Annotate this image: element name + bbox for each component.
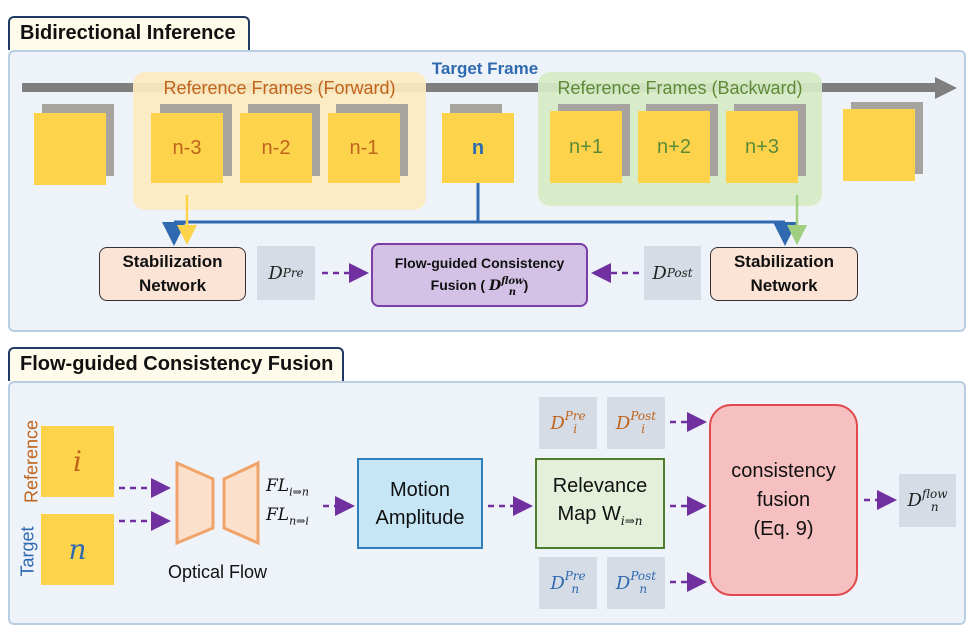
frame-n+1: n+1 — [550, 111, 622, 183]
relevance-line1: Relevance — [552, 475, 648, 497]
frame-n-1: n-1 — [328, 113, 400, 183]
relevance-sub: i⇒n — [620, 514, 643, 528]
d-n-post-sub: n — [639, 582, 648, 596]
frame-n+3: n+3 — [726, 111, 798, 183]
fusion-line2-suffix: ) — [523, 277, 529, 294]
motion-line2: Amplitude — [375, 506, 465, 529]
backward-reference-label: Reference Frames (Backward) — [557, 78, 803, 98]
optical-flow-decoder-shape — [222, 460, 260, 546]
d-n-pre-sup: Pre — [564, 569, 586, 583]
d-n-pre-base: D — [550, 572, 565, 594]
target-frame-label: Target Frame — [431, 59, 539, 78]
fusion-d-base: D — [488, 278, 502, 295]
frame-n-3: n-3 — [151, 113, 223, 183]
frame-n-target: n — [442, 113, 514, 183]
d-post-sup: Post — [666, 266, 693, 280]
motion-amplitude-box: Motion Amplitude — [357, 458, 483, 549]
fl-n-to-i: FLn⇒i — [266, 505, 309, 527]
frame-n-2: n-2 — [240, 113, 312, 183]
timeline-arrowhead — [935, 77, 957, 99]
consistency-line1: consistency — [731, 459, 836, 482]
d-n-pre-sub: n — [571, 582, 580, 596]
bidirectional-inference-title: Bidirectional Inference — [8, 16, 250, 50]
consistency-line3: (Eq. 9) — [753, 517, 814, 540]
optical-flow-label: Optical Flow — [167, 562, 268, 582]
target-branch-connector — [162, 183, 797, 246]
relevance-map-box: Relevance Map Wi⇒n — [535, 458, 665, 549]
motion-line1: Motion — [389, 478, 451, 501]
d-n-flow-base: D — [907, 490, 922, 511]
d-i-pre-base: D — [550, 412, 565, 434]
d-i-post-sup: Post — [630, 409, 657, 423]
fusion-box-line1: Flow-guided Consistency — [394, 255, 565, 272]
d-n-post-sup: Post — [630, 569, 657, 583]
fl-i-to-n: FLi⇒n — [266, 476, 309, 498]
fusion-line2-prefix: Fusion ( — [430, 277, 486, 294]
fusion-d-sup: flow — [501, 275, 524, 287]
d-n-post-base: D — [615, 572, 631, 594]
stabilization-network-left: Stabilization Network — [99, 247, 246, 301]
fl2-base: FL — [266, 505, 290, 525]
stab-right-line2: Network — [750, 276, 818, 295]
frame-past — [34, 113, 106, 185]
stab-left-line2: Network — [138, 276, 207, 295]
d-i-post-sub: i — [641, 422, 646, 436]
fl1-base: FL — [266, 476, 290, 496]
fusion-d-sub: n — [508, 286, 517, 298]
frame-n+2: n+2 — [638, 111, 710, 183]
timeline-arrow — [22, 83, 937, 92]
stab-left-line1: Stabilization — [122, 252, 223, 271]
consistency-fusion-box: consistency fusion (Eq. 9) — [709, 404, 858, 596]
fl2-sub: n⇒i — [289, 514, 309, 528]
d-pre-base: D — [268, 262, 283, 284]
d-pre-sup: Pre — [282, 266, 304, 280]
d-i-pre-sub: i — [573, 422, 578, 436]
relevance-line2-prefix: Map W — [557, 503, 621, 525]
flow-guided-fusion-title: Flow-guided Consistency Fusion — [8, 347, 344, 381]
optical-flow-encoder-shape — [175, 460, 215, 546]
frame-future — [843, 109, 915, 181]
d-i-post-base: D — [615, 412, 631, 434]
relevance-line2: Map Wi⇒n — [558, 500, 643, 535]
stabilization-network-right: Stabilization Network — [710, 247, 858, 301]
d-post-base: D — [652, 262, 667, 284]
target-frame-n: n — [41, 514, 114, 585]
d-n-flow-sup: flow — [921, 486, 948, 501]
forward-reference-label: Reference Frames (Forward) — [163, 78, 396, 98]
fl1-sub: i⇒n — [289, 485, 309, 499]
consistency-line2: fusion — [756, 488, 811, 511]
d-n-flow-sub: n — [930, 499, 939, 514]
stab-right-line1: Stabilization — [733, 252, 835, 271]
d-i-pre-sup: Pre — [564, 409, 586, 423]
reference-frame-i: i — [41, 426, 114, 497]
